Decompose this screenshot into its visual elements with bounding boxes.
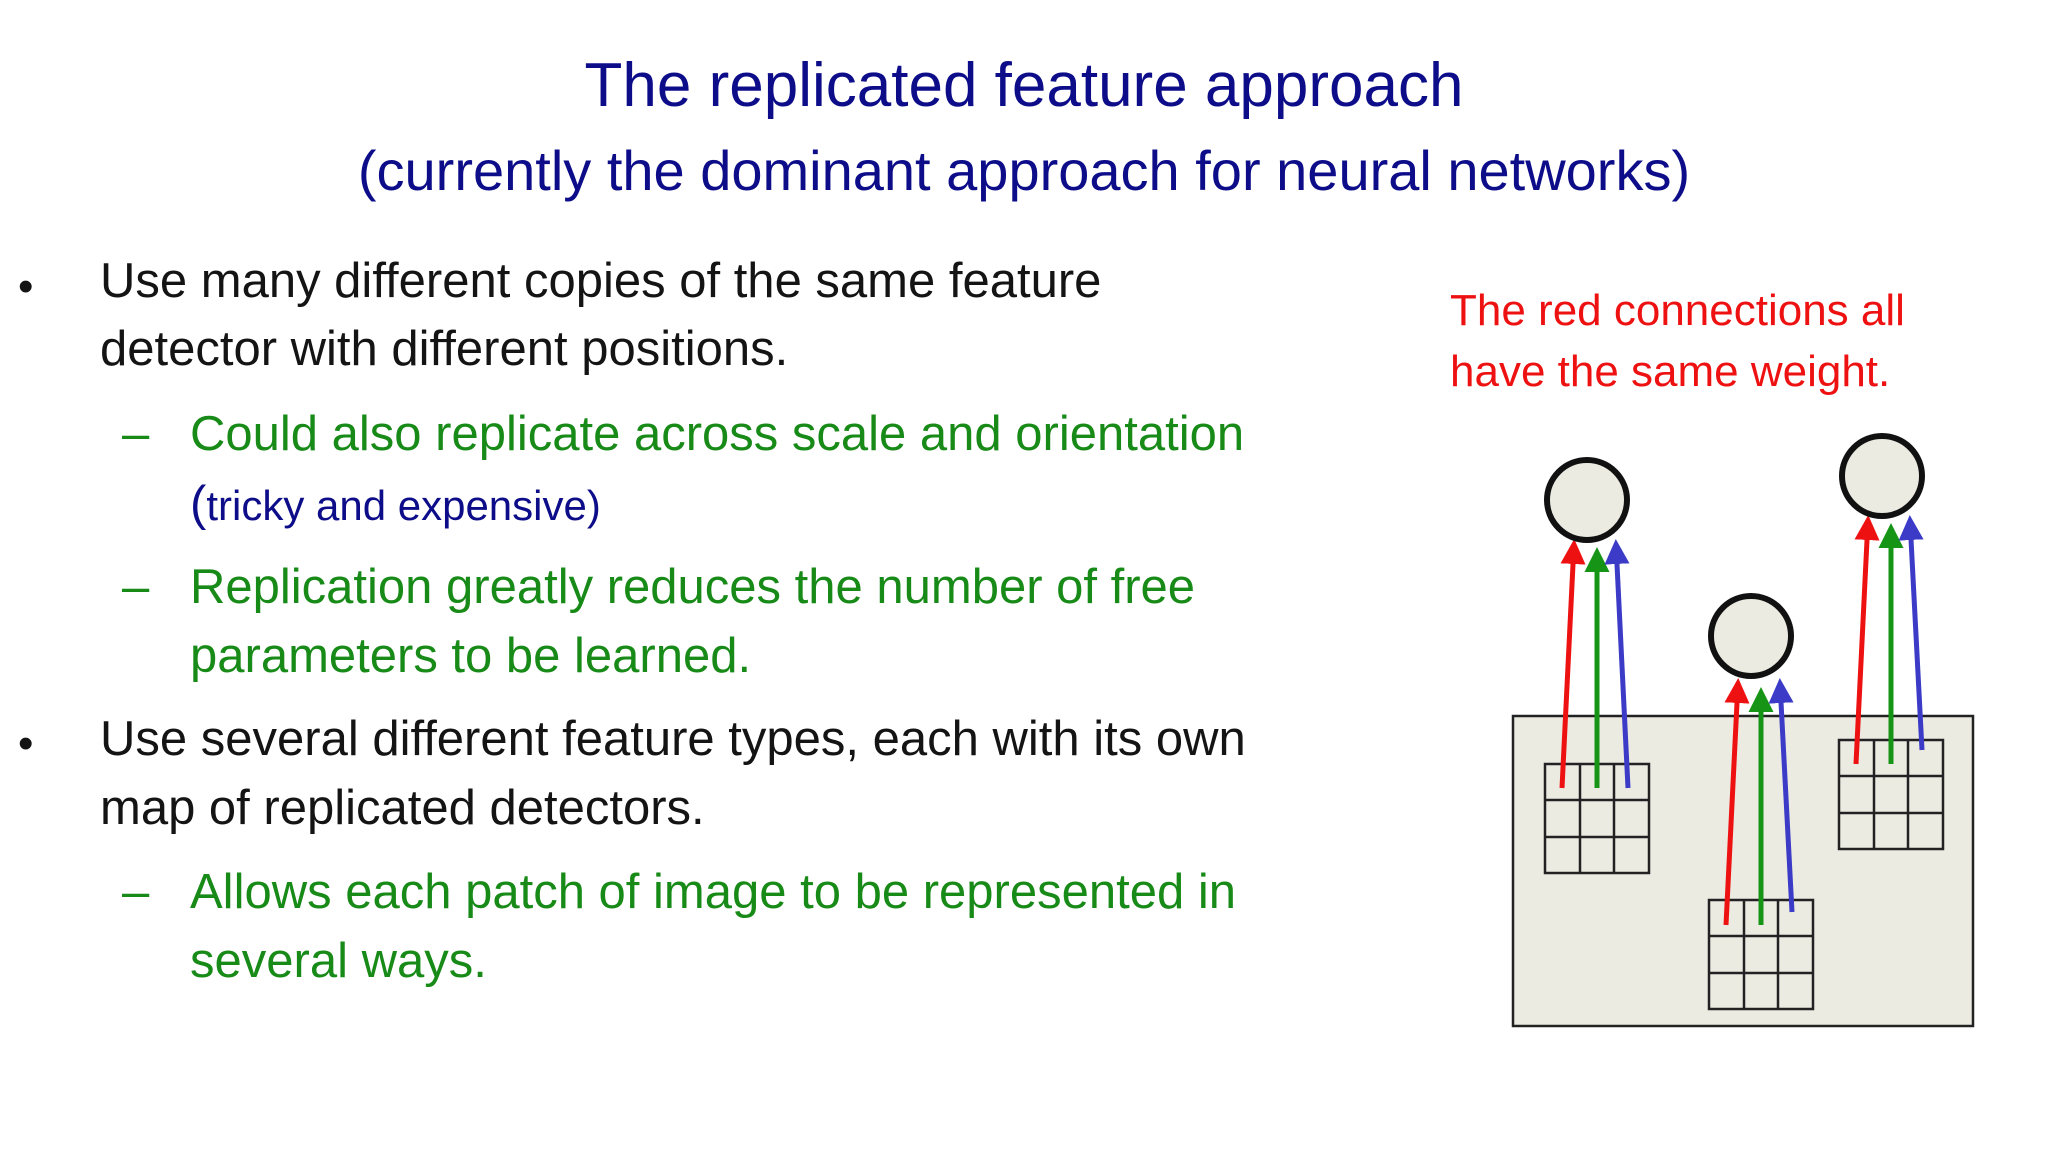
subbullet-1-1-note-open: ( <box>190 477 207 531</box>
arrow-red-right <box>1853 515 1880 765</box>
diagram-caption: The red connections all have the same we… <box>1450 280 1905 402</box>
bullet-marker-1: • <box>18 262 34 311</box>
subbullet-marker-1-2: – <box>122 560 150 614</box>
detector-node-right <box>1839 433 1925 519</box>
subbullet-1-1-note-text: tricky and expensive) <box>206 482 601 529</box>
bullet-2-line-2: map of replicated detectors. <box>100 781 705 835</box>
subbullet-2-1-line-2: several ways. <box>190 934 487 988</box>
arrow-blue-middle <box>1768 678 1795 913</box>
detector-node-left <box>1544 457 1630 543</box>
input-image <box>1511 714 1975 1028</box>
slide-title: The replicated feature approach <box>584 51 1464 120</box>
arrow-red-left <box>1559 539 1586 789</box>
bullet-marker-2: • <box>18 719 34 768</box>
arrow-blue-right <box>1898 515 1925 751</box>
slide-subtitle: (currently the dominant approach for neu… <box>357 139 1691 202</box>
arrow-red-middle <box>1723 678 1750 926</box>
detector-node-middle <box>1708 593 1794 679</box>
caption-line-1: The red connections all <box>1450 286 1905 335</box>
subbullet-1-2-line-2: parameters to be learned. <box>190 629 752 683</box>
subbullet-1-2-line-1: Replication greatly reduces the number o… <box>190 560 1196 614</box>
bullet-list: • Use many different copies of the same … <box>18 254 1246 988</box>
bullet-2-line-1: Use several different feature types, eac… <box>100 712 1246 766</box>
subbullet-marker-2-1: – <box>122 865 150 919</box>
subbullet-2-1-line-1: Allows each patch of image to be represe… <box>190 865 1236 919</box>
caption-line-2: have the same weight. <box>1450 347 1891 396</box>
subbullet-1-1-note: (tricky and expensive) <box>190 476 601 532</box>
subbullet-1-1-line-1: Could also replicate across scale and or… <box>190 407 1245 461</box>
bullet-1-line-1: Use many different copies of the same fe… <box>100 254 1102 308</box>
arrow-blue-left <box>1604 539 1631 789</box>
bullet-1-line-2: detector with different positions. <box>100 322 789 376</box>
subbullet-marker-1-1: – <box>122 407 150 461</box>
